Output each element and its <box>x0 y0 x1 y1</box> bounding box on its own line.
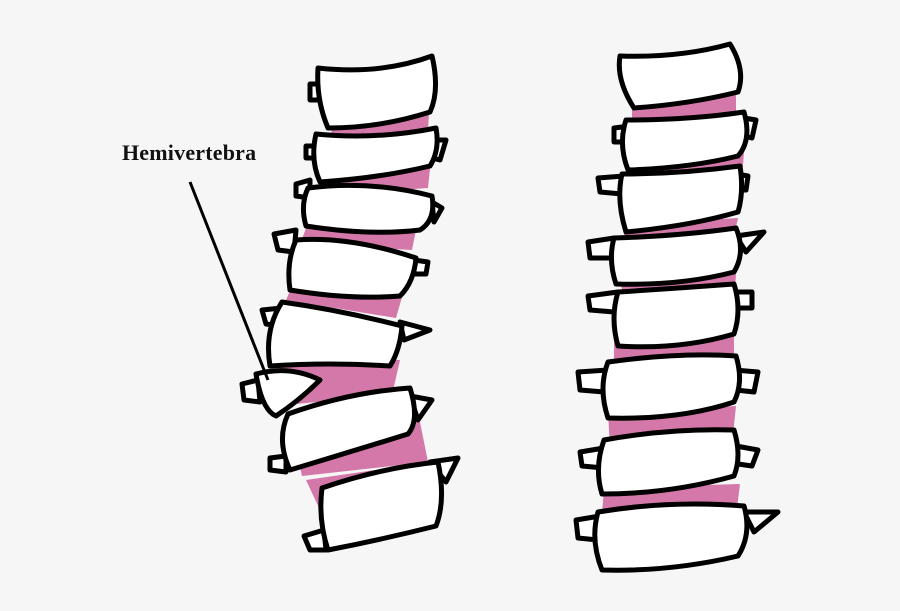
vertebra <box>616 41 744 111</box>
vertebra <box>600 352 742 421</box>
transverse-process <box>397 319 433 343</box>
normal-spine <box>573 41 781 573</box>
vertebra <box>318 459 445 553</box>
vertebra <box>611 281 741 350</box>
transverse-process <box>239 377 263 405</box>
vertebra <box>300 182 436 235</box>
vertebra <box>620 109 750 173</box>
vertebra <box>253 368 323 419</box>
transverse-process <box>267 453 289 475</box>
vertebra <box>286 236 419 300</box>
vertebra <box>608 225 743 287</box>
vertebra <box>311 125 440 185</box>
vertebra <box>596 427 741 497</box>
hemivertebra-label: Hemivertebra <box>122 140 257 165</box>
vertebra <box>266 299 405 369</box>
vertebra <box>592 501 750 573</box>
vertebra <box>280 385 417 473</box>
vertebra <box>617 163 745 235</box>
label-pointer-line <box>188 181 270 381</box>
vertebra <box>315 53 438 131</box>
abnormal-spine <box>239 53 461 553</box>
